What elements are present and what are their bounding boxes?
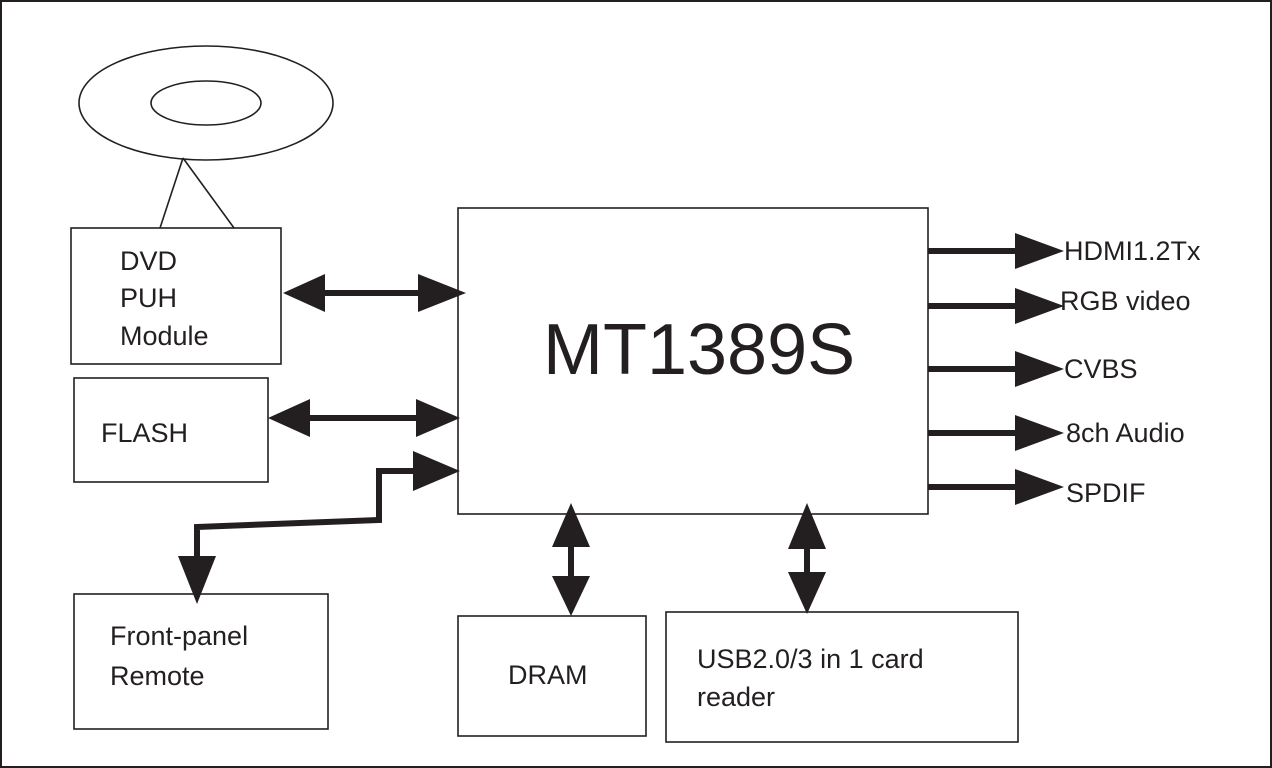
- output-label-rgb-video: RGB video: [1060, 286, 1191, 316]
- flash-chip-connector: [268, 399, 460, 437]
- output-cvbs: CVBS: [928, 351, 1138, 387]
- dram-block: DRAM: [457, 615, 647, 737]
- usb-label-line-2: reader: [697, 682, 775, 712]
- usb-card-reader-block: USB2.0/3 in 1 card reader: [665, 611, 1019, 743]
- output-spdif: SPDIF: [928, 469, 1146, 508]
- flash-label: FLASH: [101, 418, 188, 448]
- dvd-label-line-2: PUH: [120, 283, 177, 313]
- front-panel-label-line-1: Front-panel: [110, 621, 248, 651]
- front-panel-chip-connector: [178, 451, 460, 604]
- chip-block: MT1389S: [457, 207, 929, 515]
- usb-label-line-1: USB2.0/3 in 1 card: [697, 644, 924, 674]
- dvd-label-line-3: Module: [120, 321, 209, 351]
- output-label-hdmi: HDMI1.2Tx: [1064, 236, 1201, 266]
- output-label-spdif: SPDIF: [1066, 478, 1146, 508]
- dram-chip-connector: [552, 503, 590, 616]
- output-label-8ch-audio: 8ch Audio: [1066, 418, 1185, 448]
- front-panel-label-line-2: Remote: [110, 661, 205, 691]
- output-hdmi: HDMI1.2Tx: [928, 233, 1201, 269]
- usb-chip-connector: [788, 503, 826, 614]
- flash-block: FLASH: [73, 377, 269, 483]
- dvd-label-line-1: DVD: [120, 246, 177, 276]
- output-rgb-video: RGB video: [928, 286, 1191, 324]
- disc-icon: [78, 45, 334, 229]
- dram-label: DRAM: [508, 660, 588, 690]
- front-panel-block: Front-panel Remote: [73, 593, 329, 730]
- output-8ch-audio: 8ch Audio: [928, 415, 1185, 451]
- output-label-cvbs: CVBS: [1064, 354, 1138, 384]
- dvd-puh-module-block: DVD PUH Module: [70, 227, 282, 365]
- chip-label: MT1389S: [543, 310, 855, 390]
- dvd-chip-connector: [283, 274, 466, 312]
